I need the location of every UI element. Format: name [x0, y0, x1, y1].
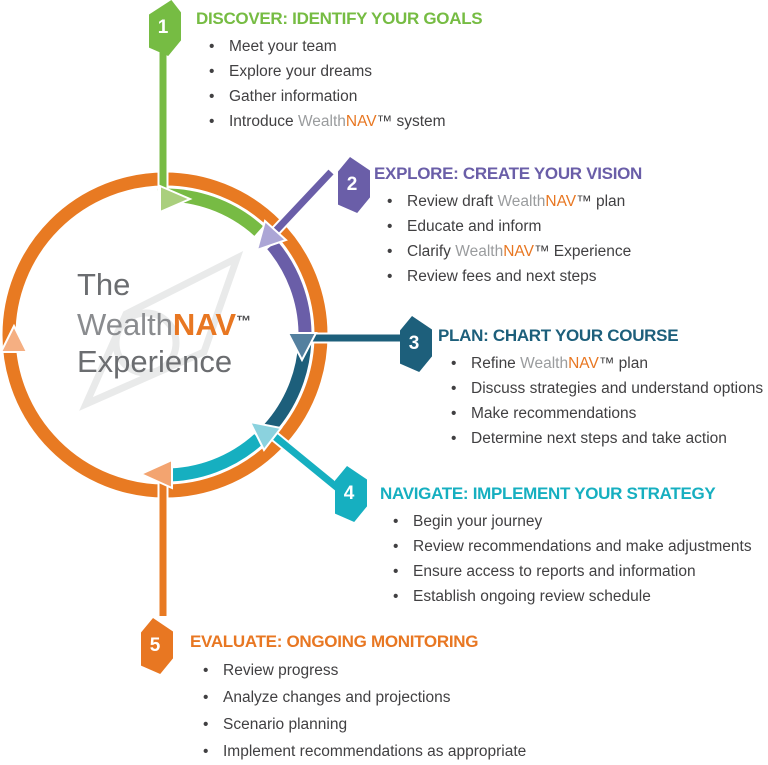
- arrowhead-left-icon: [0, 323, 29, 353]
- step-3-badge: 3: [400, 316, 432, 372]
- arrowhead-bottom-icon: [138, 458, 173, 490]
- arc-explore: [267, 240, 312, 333]
- step-4-number: 4: [343, 483, 355, 504]
- step-5-evaluate: EVALUATE: ONGOING MONITORING Review prog…: [190, 632, 526, 765]
- bullet-item: Educate and inform: [374, 214, 642, 239]
- arrowhead-explore-icon: [255, 219, 288, 252]
- step-3-plan: PLAN: CHART YOUR COURSE Refine WealthNAV…: [438, 326, 763, 451]
- step-1-number: 1: [157, 17, 169, 38]
- step-5-number: 5: [149, 635, 161, 656]
- brand-line-wealthnav: WealthNAV™: [77, 303, 251, 343]
- bullet-item: Gather information: [196, 84, 482, 109]
- brand-wealth: Wealth: [77, 307, 173, 342]
- bullet-item: Determine next steps and take action: [438, 426, 763, 451]
- bullet-item: Scenario planning: [190, 711, 526, 738]
- bullet-item: Meet your team: [196, 34, 482, 59]
- brand-line-the: The: [77, 267, 131, 302]
- step-1-discover: DISCOVER: IDENTIFY YOUR GOALS Meet your …: [196, 9, 483, 134]
- brand-nav: NAV: [172, 307, 237, 342]
- bullet-item: Analyze changes and projections: [190, 684, 526, 711]
- step-1-title: DISCOVER: IDENTIFY YOUR GOALS: [196, 9, 483, 28]
- bullet-item: Implement recommendations as appropriate: [190, 738, 526, 765]
- step-4-navigate: NAVIGATE: IMPLEMENT YOUR STRATEGY Begin …: [380, 484, 752, 609]
- step-3-number: 3: [408, 333, 420, 354]
- arrowhead-top-icon: [159, 184, 193, 214]
- arc-navigate: [162, 434, 264, 482]
- connector-explore: [265, 169, 334, 242]
- step-4-bullet-list: Begin your journeyReview recommendations…: [380, 509, 752, 609]
- cycle-diagram-canvas: [0, 46, 410, 616]
- bullet-item: Review recommendations and make adjustme…: [380, 534, 752, 559]
- step-3-bullet-list: Refine WealthNAV™ planDiscuss strategies…: [438, 351, 763, 451]
- step-2-number: 2: [346, 174, 358, 195]
- step-2-bullet-list: Review draft WealthNAV™ planEducate and …: [374, 189, 642, 289]
- step-3-title: PLAN: CHART YOUR COURSE: [438, 326, 679, 345]
- step-2-explore: EXPLORE: CREATE YOUR VISION Review draft…: [374, 164, 642, 289]
- center-brand-label: The WealthNAV™ Experience: [77, 266, 251, 380]
- bullet-item: Explore your dreams: [196, 59, 482, 84]
- step-1-bullet-list: Meet your teamExplore your dreamsGather …: [196, 34, 482, 134]
- step-2-title: EXPLORE: CREATE YOUR VISION: [374, 164, 643, 183]
- arrowhead-navigate-icon: [248, 420, 283, 452]
- bullet-item: Establish ongoing review schedule: [380, 584, 752, 609]
- bullet-item: Discuss strategies and understand option…: [438, 376, 763, 401]
- bullet-item: Review fees and next steps: [374, 264, 642, 289]
- compass-watermark-icon: [79, 250, 244, 411]
- bullet-item: Make recommendations: [438, 401, 763, 426]
- bullet-item: Clarify WealthNAV™ Experience: [374, 239, 642, 264]
- arrowhead-plan-icon: [286, 332, 318, 363]
- bullet-item: Begin your journey: [380, 509, 752, 534]
- trademark-symbol: ™: [236, 313, 252, 330]
- brand-line-experience: Experience: [77, 344, 233, 379]
- bullet-item: Review progress: [190, 657, 526, 684]
- step-4-title: NAVIGATE: IMPLEMENT YOUR STRATEGY: [380, 484, 716, 503]
- step-5-title: EVALUATE: ONGOING MONITORING: [190, 632, 479, 651]
- bullet-item: Review draft WealthNAV™ plan: [374, 189, 642, 214]
- connector-navigate: [265, 428, 348, 497]
- bullet-item: Refine WealthNAV™ plan: [438, 351, 763, 376]
- wealthnav-experience-diagram: { "center": { "line1": "The", "brand_gra…: [0, 0, 768, 749]
- bullet-item: Introduce WealthNAV™ system: [196, 109, 482, 134]
- bullet-item: Ensure access to reports and information: [380, 559, 752, 584]
